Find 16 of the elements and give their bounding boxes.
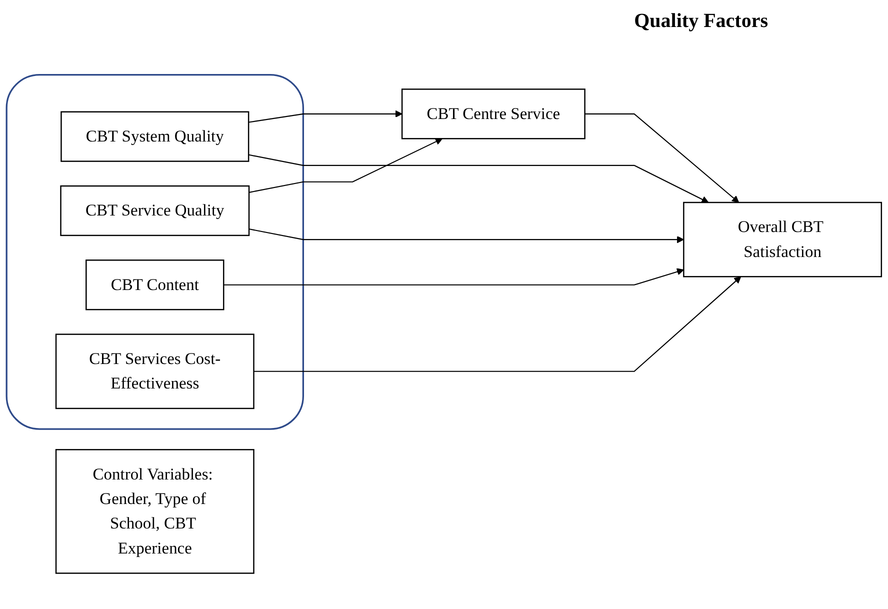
arrow [584, 113, 740, 203]
diagram-title: Quality Factors [634, 10, 768, 33]
arrow [254, 276, 742, 372]
arrow [248, 154, 709, 203]
node-box: CBT Centre Service [401, 88, 586, 140]
arrow [248, 228, 684, 244]
cluster [6, 74, 304, 430]
arrow [248, 138, 443, 193]
node-box: Overall CBT Satisfaction [683, 202, 882, 278]
node-box: CBT Service Quality [60, 185, 250, 236]
arrow [224, 268, 684, 286]
node-box: CBT Content [86, 260, 224, 310]
arrow [248, 110, 402, 123]
node-box: CBT System Quality [60, 111, 250, 162]
node-box: CBT Services Cost-Effectiveness [55, 334, 254, 410]
node-box: Control Variables: Gender, Type of School, CBT Experience [55, 449, 254, 574]
